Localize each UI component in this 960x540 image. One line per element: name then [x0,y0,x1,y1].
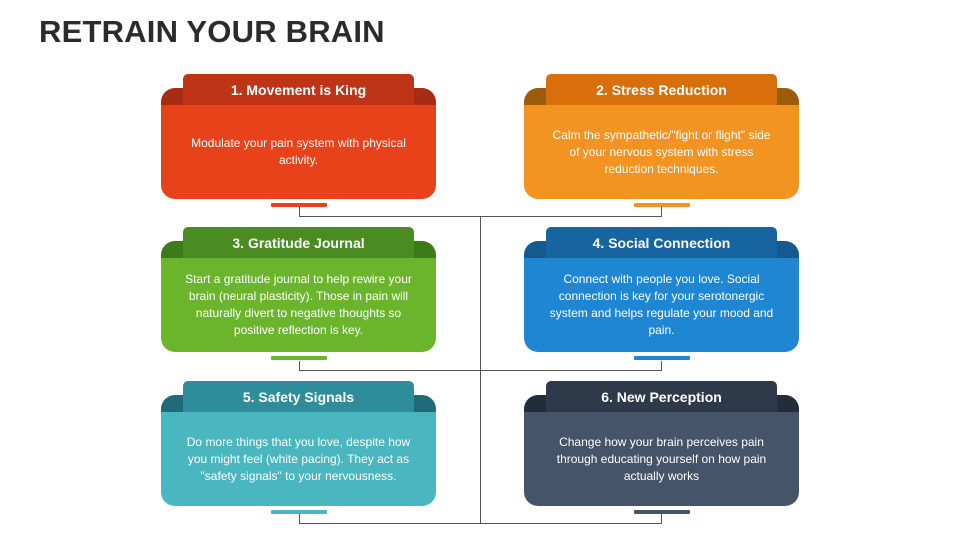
card-heading: 2. Stress Reduction [546,74,777,105]
card-movement-is-king: 1. Movement is King Modulate your pain s… [161,74,436,207]
card-accent-bar [271,356,327,360]
card-text: Calm the sympathetic/"fight or flight" s… [524,105,799,199]
card-text: Connect with people you love. Social con… [524,258,799,352]
card-safety-signals: 5. Safety Signals Do more things that yo… [161,381,436,514]
card-text: Modulate your pain system with physical … [161,105,436,199]
card-text: Change how your brain perceives pain thr… [524,412,799,506]
card-text: Do more things that you love, despite ho… [161,412,436,506]
card-heading: 6. New Perception [546,381,777,412]
card-accent-bar [634,356,690,360]
card-accent-bar [271,203,327,207]
card-accent-bar [634,510,690,514]
card-heading: 3. Gratitude Journal [183,227,414,258]
card-social-connection: 4. Social Connection Connect with people… [524,227,799,360]
card-accent-bar [271,510,327,514]
card-heading: 5. Safety Signals [183,381,414,412]
card-new-perception: 6. New Perception Change how your brain … [524,381,799,514]
page-title: RETRAIN YOUR BRAIN [39,14,385,49]
card-heading: 1. Movement is King [183,74,414,105]
card-gratitude-journal: 3. Gratitude Journal Start a gratitude j… [161,227,436,360]
card-heading: 4. Social Connection [546,227,777,258]
card-accent-bar [634,203,690,207]
card-text: Start a gratitude journal to help rewire… [161,258,436,352]
card-stress-reduction: 2. Stress Reduction Calm the sympathetic… [524,74,799,207]
